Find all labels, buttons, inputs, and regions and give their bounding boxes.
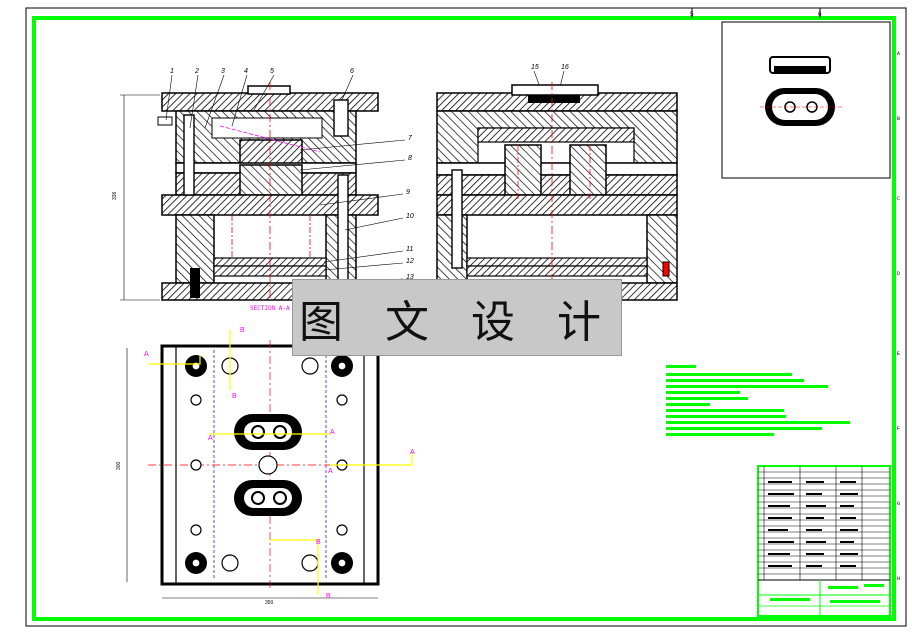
zone-label-right: G [897, 501, 900, 507]
part-number-label: 13 [406, 274, 414, 281]
technical-notes [666, 365, 850, 436]
part-number-label: 2 [194, 68, 199, 75]
part-number-label: 7 [408, 135, 413, 142]
front-section-view: 336 [112, 82, 379, 301]
part-number-label: 8 [408, 155, 412, 162]
drawing-frame [32, 16, 896, 621]
part-number-label: 9 [406, 189, 410, 196]
zone-label-top: 6 [818, 11, 822, 18]
part-number-label: 16 [561, 64, 569, 71]
section-label: SECTION A-A [250, 305, 290, 312]
view-mark-a: A [328, 468, 333, 475]
svg-text:300: 300 [116, 461, 122, 470]
view-mark-b: B [232, 393, 237, 400]
part-number-label: 3 [221, 68, 225, 75]
zone-label-right: H [897, 576, 900, 582]
view-mark-b: B [326, 593, 331, 600]
part-number-label: 5 [270, 68, 274, 75]
zone-label-right: B [897, 116, 900, 122]
part-number-label: 6 [350, 68, 354, 75]
view-mark-a: A [144, 351, 149, 358]
view-mark-b: B [240, 327, 245, 334]
part-thumbnail [721, 21, 891, 179]
zone-label-right: A [897, 51, 900, 57]
part-number-label: 4 [244, 68, 248, 75]
zone-label-right: E [897, 351, 900, 357]
view-mark-a: A [330, 429, 335, 436]
part-callouts: 1 2 3 4 5 6 7 8 9 10 11 12 13 15 16 [170, 64, 569, 281]
zone-label-right: C [897, 196, 900, 202]
zone-label-right: F [897, 426, 900, 432]
part-number-label: 12 [406, 258, 414, 265]
svg-text:350: 350 [265, 600, 274, 606]
part-number-label: 15 [531, 64, 539, 71]
plan-view: 300 350 [116, 330, 413, 606]
part-number-label: 10 [406, 213, 414, 220]
side-section-view [436, 82, 678, 301]
view-mark-a: A [208, 435, 213, 442]
zone-label-right: D [897, 271, 900, 277]
sheet-border [25, 7, 907, 627]
part-number-label: 11 [406, 246, 413, 253]
view-mark-b: B [316, 539, 321, 546]
view-mark-a: A [410, 449, 415, 456]
view-marks: A A A A A B B B B [144, 327, 415, 600]
watermark: 图 文 设 计 [292, 279, 622, 356]
title-block [757, 465, 891, 617]
part-number-label: 1 [170, 68, 174, 75]
zone-label-top: 5 [690, 11, 694, 18]
svg-text:336: 336 [112, 191, 118, 200]
